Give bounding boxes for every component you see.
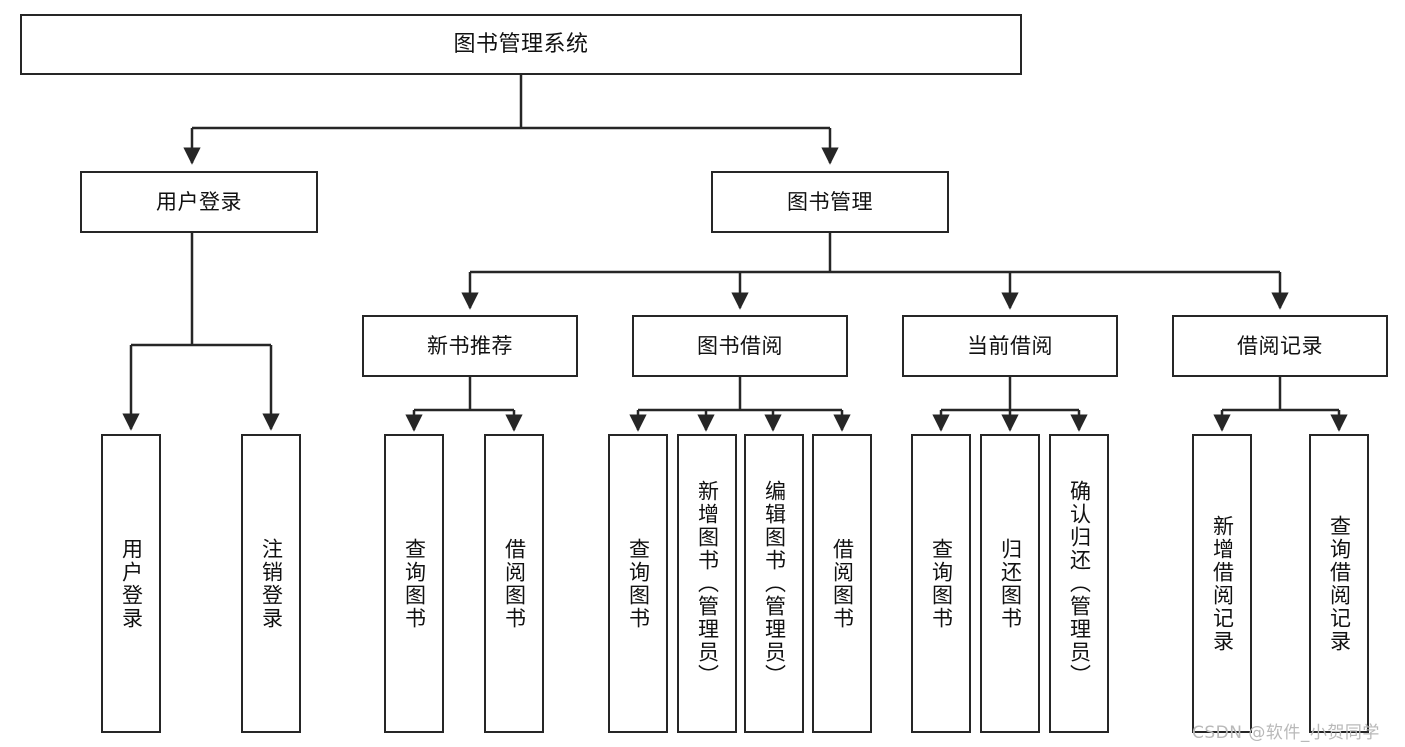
leaf-book-borrow-borrow[interactable]: 借阅图书 — [812, 434, 872, 733]
node-new-book-recommend[interactable]: 新书推荐 — [362, 315, 578, 377]
node-label: 新增借阅记录 — [1210, 514, 1235, 653]
node-root-library-system[interactable]: 图书管理系统 — [20, 14, 1022, 75]
leaf-book-borrow-add[interactable]: 新增图书（管理员） — [677, 434, 737, 733]
node-label: 新增图书（管理员） — [695, 480, 720, 687]
node-label: 用户登录 — [119, 537, 144, 630]
leaf-current-borrow-return[interactable]: 归还图书 — [980, 434, 1040, 733]
node-user-login[interactable]: 用户登录 — [80, 171, 318, 233]
leaf-current-borrow-confirm-return[interactable]: 确认归还（管理员） — [1049, 434, 1109, 733]
leaf-user-login-login[interactable]: 用户登录 — [101, 434, 161, 733]
node-label: 查询借阅记录 — [1327, 514, 1352, 653]
leaf-borrow-record-add[interactable]: 新增借阅记录 — [1192, 434, 1252, 733]
node-label: 借阅图书 — [502, 537, 527, 630]
node-label: 查询图书 — [929, 537, 954, 630]
node-label: 借阅图书 — [830, 537, 855, 630]
node-label: 图书借阅 — [697, 333, 783, 358]
node-label: 注销登录 — [259, 537, 284, 630]
leaf-new-book-borrow[interactable]: 借阅图书 — [484, 434, 544, 733]
node-label: 图书管理系统 — [453, 31, 589, 57]
node-label: 确认归还（管理员） — [1067, 480, 1092, 687]
leaf-user-login-logout[interactable]: 注销登录 — [241, 434, 301, 733]
node-book-management[interactable]: 图书管理 — [711, 171, 949, 233]
leaf-new-book-query[interactable]: 查询图书 — [384, 434, 444, 733]
leaf-book-borrow-edit[interactable]: 编辑图书（管理员） — [744, 434, 804, 733]
node-label: 当前借阅 — [967, 333, 1053, 358]
node-label: 查询图书 — [626, 537, 651, 630]
node-current-borrow[interactable]: 当前借阅 — [902, 315, 1118, 377]
node-label: 新书推荐 — [427, 333, 513, 358]
leaf-current-borrow-query[interactable]: 查询图书 — [911, 434, 971, 733]
node-label: 用户登录 — [156, 189, 242, 214]
node-label: 借阅记录 — [1237, 333, 1323, 358]
leaf-book-borrow-query[interactable]: 查询图书 — [608, 434, 668, 733]
leaf-borrow-record-query[interactable]: 查询借阅记录 — [1309, 434, 1369, 733]
node-book-borrow[interactable]: 图书借阅 — [632, 315, 848, 377]
node-label: 编辑图书（管理员） — [762, 480, 787, 687]
node-label: 归还图书 — [998, 537, 1023, 630]
node-label: 图书管理 — [787, 189, 873, 214]
node-label: 查询图书 — [402, 537, 427, 630]
node-borrow-record[interactable]: 借阅记录 — [1172, 315, 1388, 377]
